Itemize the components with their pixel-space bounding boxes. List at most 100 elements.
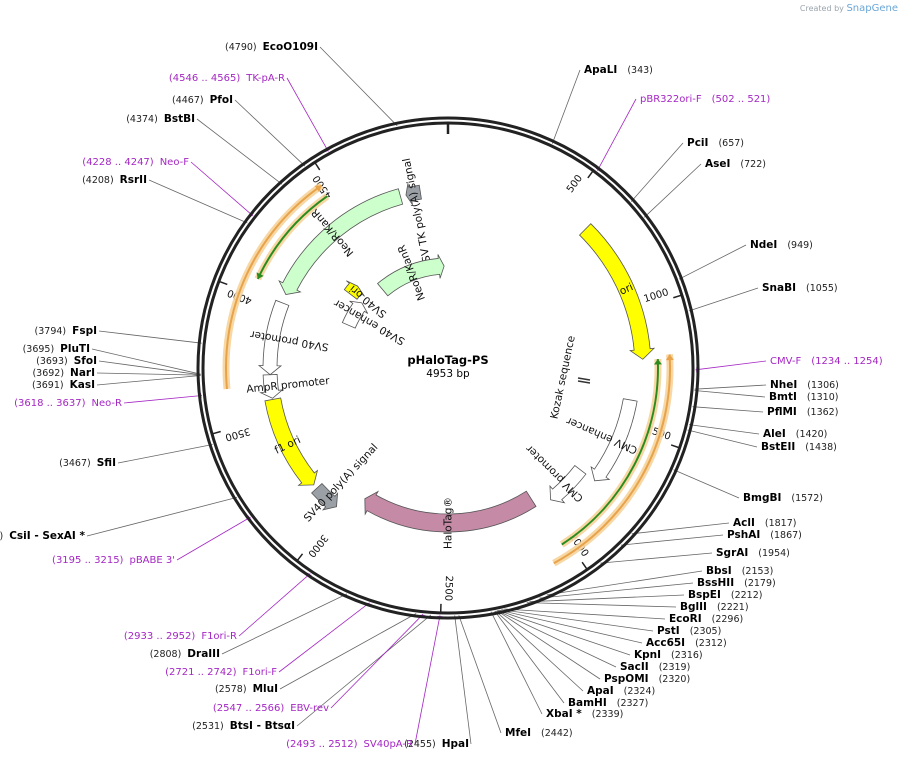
feature-sv40-poly-a-signal [311,482,339,511]
orf-arrowhead [256,272,264,279]
tick-mark-500 [587,170,594,179]
enzyme-name: HpaI [442,738,469,750]
site-position: (1310) [807,392,839,403]
enzyme-label-bbsi: BbsI(2153) [706,565,773,577]
enzyme-label-mlui: (2578)MluI [215,683,278,695]
primer-label-f1ori-r: (2933 .. 2952)F1ori-R [124,631,237,642]
feature-sv40-promoter [257,299,290,376]
primer-label-pbr322ori-f: pBR322ori-F(502 .. 521) [640,94,770,105]
primer-leader-line [286,77,329,152]
enzyme-label-bsteii: BstEII (1438) [761,441,837,453]
site-position: (2179) [744,578,776,589]
enzyme-label-kpni: KpnI(2316) [634,649,703,661]
enzyme-name: BmgBI [743,492,781,504]
primer-leader-line [695,360,767,371]
enzyme-label-csii-sexai: (3281)CsiI - SexAI * [0,530,85,542]
orf-arc [561,359,659,546]
enzyme-label-sfii: (3467)SfiI [59,457,116,469]
credit-prefix: Created by [799,4,844,13]
site-position: (2320) [659,674,691,685]
enzyme-leader-line [526,602,677,608]
enzyme-label-alei: AleI(1420) [763,428,827,440]
enzyme-leader-line [694,390,766,398]
enzyme-label-sfoi: (3693)SfoI [36,355,97,367]
enzyme-name: PluTI [60,343,90,355]
kozak-sequence-feature: Kozak sequence [548,335,591,420]
enzyme-leader-line [86,497,238,537]
tick-label: 500 [565,173,585,195]
site-position: (1867) [770,530,802,541]
feature-hsv-tk-poly-a-signal [405,183,422,206]
enzyme-name: EcoO109I [263,41,318,53]
enzyme-leader-line [234,99,306,167]
orf-arrowhead [653,359,662,365]
site-position: (2221) [717,602,749,613]
primer-leader-line [597,98,637,171]
enzyme-label-bamhi: BamHI(2327) [568,697,648,709]
enzyme-name: KpnI [634,649,661,661]
site-position: (722) [740,159,766,170]
enzyme-label-bspei: BspEI(2212) [688,589,762,601]
enzyme-label-bglii: BglII(2221) [680,601,749,613]
site-position: (2324) [624,686,656,697]
enzyme-label-fspi: (3794)FspI [35,325,97,337]
tick-mark-1000 [673,294,683,299]
enzyme-name: SnaBI [762,282,796,294]
tick-label: 3000 [305,532,329,559]
enzyme-leader-line [98,330,202,344]
enzyme-name: PspOMI [604,673,649,685]
enzyme-name: SfiI [97,457,116,469]
label-leader-lines [86,46,767,745]
enzyme-name: SgrAI [716,547,748,559]
site-position: (2305) [690,626,722,637]
enzyme-name: PstI [657,625,680,637]
primer-name: TK-pA-R [245,73,285,84]
enzyme-leader-line [494,610,565,704]
primer-label-cmv-f: CMV-F(1234 .. 1254) [770,356,883,367]
tick-mark-4500 [314,161,321,171]
enzyme-leader-line [96,375,201,386]
tick-mark-1500 [670,444,680,449]
enzyme-label-asei: AseI(722) [705,158,766,170]
enzyme-leader-line [497,610,631,656]
enzyme-name: ApaLI [584,64,617,76]
primer-leader-line [238,573,311,637]
feature-neor-kanr-inner [376,254,445,297]
enzyme-label-apali: ApaLI(343) [584,64,653,76]
enzyme-name: KasI [70,379,95,391]
site-position: (1438) [805,442,837,453]
center-title: pHaloTag-PS 4953 bp [407,353,488,380]
enzyme-name: SfoI [74,355,97,367]
enzyme-label-pshai: PshAI(1867) [727,529,802,541]
primer-name: F1ori-R [201,631,237,642]
enzyme-name: BstEII [761,441,795,453]
enzyme-leader-line [490,611,543,715]
enzyme-name: MfeI [505,727,531,739]
enzyme-leader-line [630,142,684,202]
enzyme-name: BtsI - BtsαI [230,720,295,732]
enzyme-label-rsrii: (4208)RsrII [82,174,147,186]
enzyme-leader-line [688,287,759,312]
site-position: (1572) [791,493,823,504]
primer-leader-line [190,161,254,217]
enzyme-leader-line [91,348,201,375]
enzyme-label-bmti: BmtI(1310) [769,391,838,403]
orf-arc [225,184,323,390]
site-position: (4208) [82,175,114,186]
feature-sv40-ori [343,280,365,300]
enzyme-name: NdeI [750,239,777,251]
enzyme-leader-line [631,522,730,535]
enzyme-leader-line [501,609,654,632]
site-position: (657) [718,138,744,149]
primer-label-sv40pa-r: (2493 .. 2512)SV40pA-R [286,739,413,750]
enzyme-label-hpai: (2455)HpaI [404,738,469,750]
primer-label-pbabe-3: (3195 .. 3215)pBABE 3' [52,555,175,566]
site-position: (1954) [758,548,790,559]
enzyme-label-pluti: (3695)PluTI [23,343,90,355]
enzyme-name: CsiI - SexAI * [9,530,85,542]
enzyme-label-mfei: MfeI(2442) [505,727,573,739]
site-position: (1055) [806,283,838,294]
site-position: (2339) [592,709,624,720]
enzyme-leader-line [454,615,472,745]
